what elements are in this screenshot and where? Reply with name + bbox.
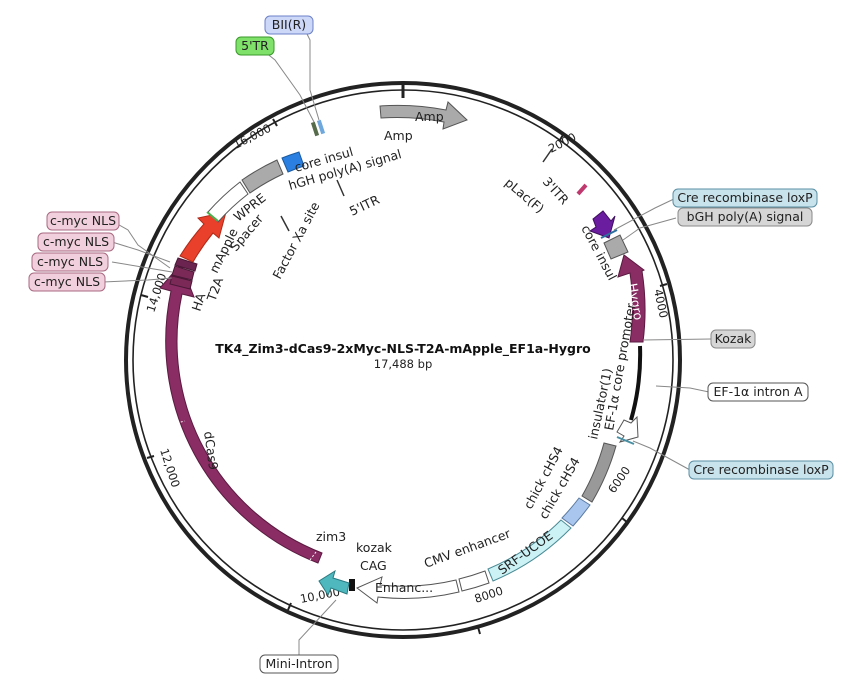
- svg-text:5'TR: 5'TR: [241, 38, 269, 53]
- core-insul-top-feature[interactable]: [281, 151, 305, 173]
- label-cre-loxp-bottom[interactable]: Cre recombinase loxP: [688, 460, 834, 480]
- top-small-marks: [310, 119, 326, 137]
- hgh-polya-feature[interactable]: [241, 159, 284, 194]
- zim3-feature-arrow[interactable]: [318, 569, 350, 597]
- amp-feature-arrow[interactable]: [379, 101, 468, 130]
- svg-text:Cre recombinase loxP: Cre recombinase loxP: [693, 462, 829, 477]
- svg-text:c-myc NLS: c-myc NLS: [37, 254, 103, 269]
- tick-label-12000: 12,000: [157, 447, 183, 490]
- amp-feature-label: Amp: [415, 109, 444, 124]
- itr5-label: 5'ITR: [347, 192, 382, 219]
- loxp-white-arrow[interactable]: [616, 415, 639, 443]
- ef1a-core-promoter-arc[interactable]: [629, 345, 643, 421]
- svg-text:EF-1α intron A: EF-1α intron A: [713, 384, 802, 399]
- svg-text:BII(R): BII(R): [272, 17, 306, 32]
- factor-xa-label: Factor Xa site: [269, 199, 322, 281]
- tick-label-4000: 4000: [651, 288, 671, 320]
- svg-text:Cre recombinase loxP: Cre recombinase loxP: [677, 190, 813, 205]
- amp-label: Amp: [384, 128, 413, 143]
- label-5tr[interactable]: 5'TR: [235, 36, 275, 56]
- kozak-label: kozak: [356, 540, 393, 555]
- cag-label: CAG: [360, 558, 387, 573]
- itr3-mark: [576, 183, 588, 196]
- label-c-myc-nls-2[interactable]: c-myc NLS: [37, 232, 115, 252]
- scale-ticks: [140, 118, 668, 635]
- hygro-feature-arrow[interactable]: [617, 254, 646, 343]
- label-bii-r[interactable]: BII(R): [264, 15, 314, 35]
- label-c-myc-nls-3[interactable]: c-myc NLS: [31, 252, 109, 272]
- mapple-feature-arrow[interactable]: [179, 211, 227, 263]
- plac-mark: [542, 148, 553, 163]
- label-cre-loxp-top[interactable]: Cre recombinase loxP: [672, 188, 818, 208]
- svg-text:c-myc NLS: c-myc NLS: [50, 213, 116, 228]
- svg-text:c-myc NLS: c-myc NLS: [34, 274, 100, 289]
- dcas9-label: dCas9: [201, 430, 221, 471]
- enhancer-feature-arrow[interactable]: [356, 576, 460, 604]
- plasmid-length: 17,488 bp: [374, 357, 433, 371]
- ha-label: HA: [189, 291, 209, 313]
- label-c-myc-nls-4[interactable]: c-myc NLS: [28, 272, 106, 292]
- plasmid-title: TK4_Zim3-dCas9-2xMyc-NLS-T2A-mApple_EF1a…: [215, 341, 591, 357]
- label-c-myc-nls-1[interactable]: c-myc NLS: [46, 211, 120, 231]
- enhanc-feature-label: Enhanc...: [375, 580, 433, 595]
- bgh-purple-arrow[interactable]: [588, 210, 616, 239]
- insulator-blue-feature[interactable]: [561, 497, 591, 527]
- nls-segments: [169, 257, 198, 290]
- hygro-feature-label: Hygro: [625, 282, 646, 321]
- chick-chs4-feature[interactable]: [581, 442, 617, 503]
- svg-text:Mini-Intron: Mini-Intron: [265, 656, 332, 671]
- svg-text:c-myc NLS: c-myc NLS: [43, 234, 109, 249]
- svg-text:Kozak: Kozak: [715, 331, 752, 346]
- core-insul-right-feature[interactable]: [603, 234, 629, 260]
- srf-ucoe-feature[interactable]: [487, 519, 572, 582]
- plac-label: pLac(F): [502, 175, 547, 216]
- cmv-enhancer-feature[interactable]: [458, 570, 490, 592]
- svg-text:bGH poly(A) signal: bGH poly(A) signal: [687, 209, 804, 224]
- tick-label-14000: 14,000: [144, 271, 170, 314]
- label-bgh-polya-right[interactable]: bGH poly(A) signal: [677, 207, 813, 227]
- wpre-feature[interactable]: [207, 181, 249, 223]
- leader-lines: [102, 29, 712, 656]
- label-ef1a-intron[interactable]: EF-1α intron A: [707, 382, 809, 402]
- tick-label-6000: 6000: [605, 464, 633, 496]
- label-mini-intron[interactable]: Mini-Intron: [259, 654, 339, 674]
- label-kozak-right[interactable]: Kozak: [710, 329, 756, 349]
- cag-mark: [349, 579, 355, 591]
- zim3-label: zim3: [316, 529, 346, 544]
